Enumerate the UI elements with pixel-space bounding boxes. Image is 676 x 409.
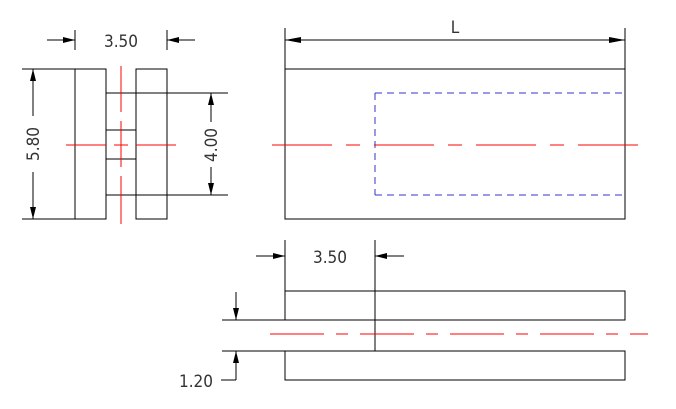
dim-offset-arrow-left bbox=[273, 253, 285, 259]
dim-front-height-label: 5.80 bbox=[24, 127, 44, 161]
front-left-plate bbox=[74, 68, 107, 220]
bottom-view bbox=[222, 240, 648, 381]
dim-front-width-label: 3.50 bbox=[104, 32, 138, 52]
bottom-lower-plate bbox=[284, 350, 626, 381]
dim-front-width-arrow-right bbox=[167, 37, 179, 43]
top-view bbox=[272, 68, 648, 220]
bottom-upper-plate bbox=[284, 290, 626, 321]
dim-bottom-offset-label: 3.50 bbox=[313, 248, 347, 268]
dim-top-length: L bbox=[284, 18, 626, 69]
dim-thickness-arrow-bottom bbox=[233, 351, 239, 363]
dim-front-width-arrow-left bbox=[63, 37, 75, 43]
dim-length-arrow-left bbox=[285, 37, 301, 43]
front-right-plate bbox=[135, 68, 168, 220]
dim-top-length-label: L bbox=[451, 18, 460, 38]
dim-front-height-arrow-bottom bbox=[30, 207, 36, 219]
dim-bottom-offset: 3.50 bbox=[256, 248, 404, 268]
dim-front-inner-height-label: 4.00 bbox=[202, 128, 222, 162]
dim-bottom-thickness-label: 1.20 bbox=[179, 372, 213, 392]
dim-front-inner-height: 4.00 bbox=[202, 93, 222, 195]
dim-thickness-arrow-top bbox=[233, 308, 239, 320]
top-outline bbox=[284, 68, 626, 220]
dim-offset-arrow-right bbox=[375, 253, 387, 259]
front-view bbox=[66, 66, 228, 224]
dim-inner-height-arrow-top bbox=[208, 93, 214, 105]
dim-front-height: 5.80 bbox=[22, 68, 75, 220]
dim-length-arrow-right bbox=[609, 37, 625, 43]
dim-inner-height-arrow-bottom bbox=[208, 183, 214, 195]
dim-front-width: 3.50 bbox=[47, 30, 195, 52]
dim-front-height-arrow-top bbox=[30, 69, 36, 81]
dim-bottom-thickness: 1.20 bbox=[179, 292, 239, 392]
